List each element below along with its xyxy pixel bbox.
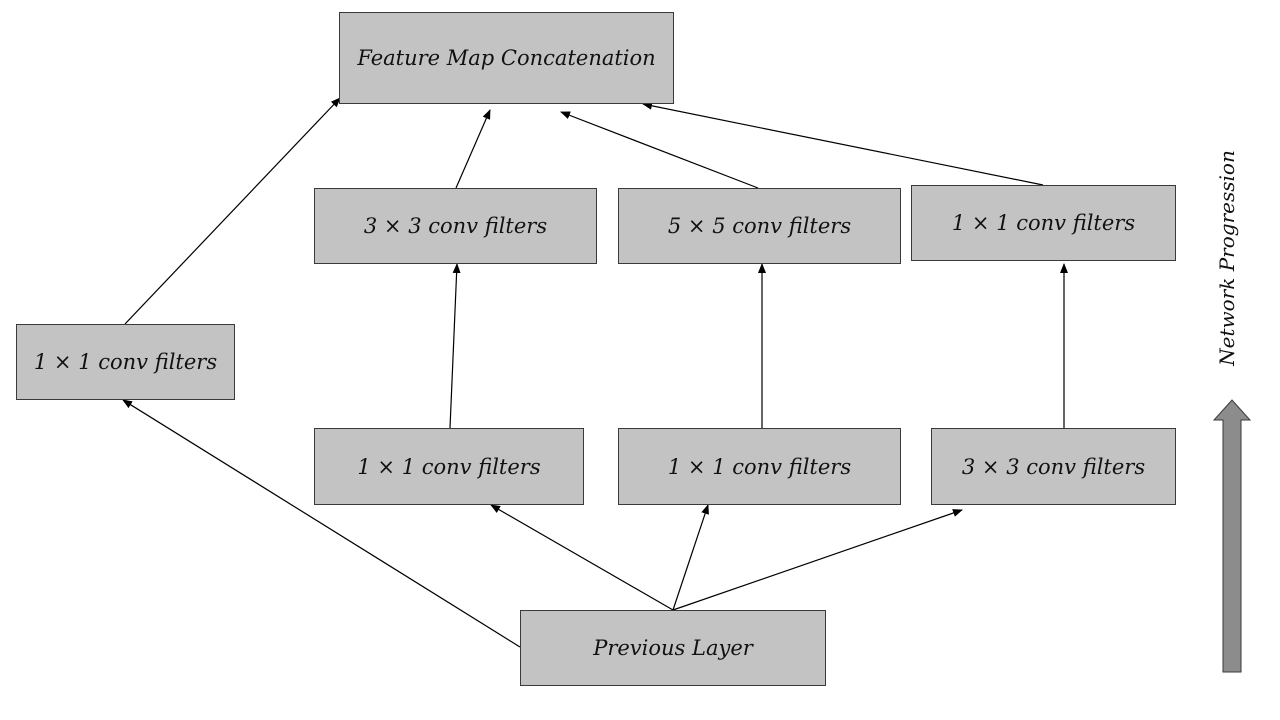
- branch2-conv-1x1-box: 1 × 1 conv filters: [314, 428, 584, 505]
- edge-branch3-to-concat: [560, 111, 759, 189]
- branch3-conv-1x1-box: 1 × 1 conv filters: [618, 428, 901, 505]
- network-progression-label: Network Progression: [1215, 150, 1239, 366]
- branch3-conv-5x5-box: 5 × 5 conv filters: [618, 188, 901, 264]
- edge-previous-to-branch4-bottom: [672, 509, 963, 611]
- branch4-conv-3x3-box: 3 × 3 conv filters: [931, 428, 1176, 505]
- edge-previous-to-branch1: [122, 399, 521, 648]
- edge-previous-to-branch3-bottom: [672, 504, 709, 611]
- edge-branch4-to-concat: [642, 101, 1044, 186]
- branch2-conv-3x3-box: 3 × 3 conv filters: [314, 188, 597, 264]
- previous-layer-box: Previous Layer: [520, 610, 826, 686]
- edge-branch2-bottom-to-top: [449, 263, 461, 429]
- branch4-conv-1x1-box: 1 × 1 conv filters: [911, 185, 1176, 261]
- edge-branch2-to-concat: [455, 109, 491, 189]
- edge-branch1-to-concat: [124, 97, 341, 325]
- branch1-conv-1x1-box: 1 × 1 conv filters: [16, 324, 235, 400]
- feature-map-concatenation-box: Feature Map Concatenation: [339, 12, 674, 104]
- edge-previous-to-branch2-bottom: [490, 504, 674, 611]
- network-progression-arrow: [1212, 399, 1252, 673]
